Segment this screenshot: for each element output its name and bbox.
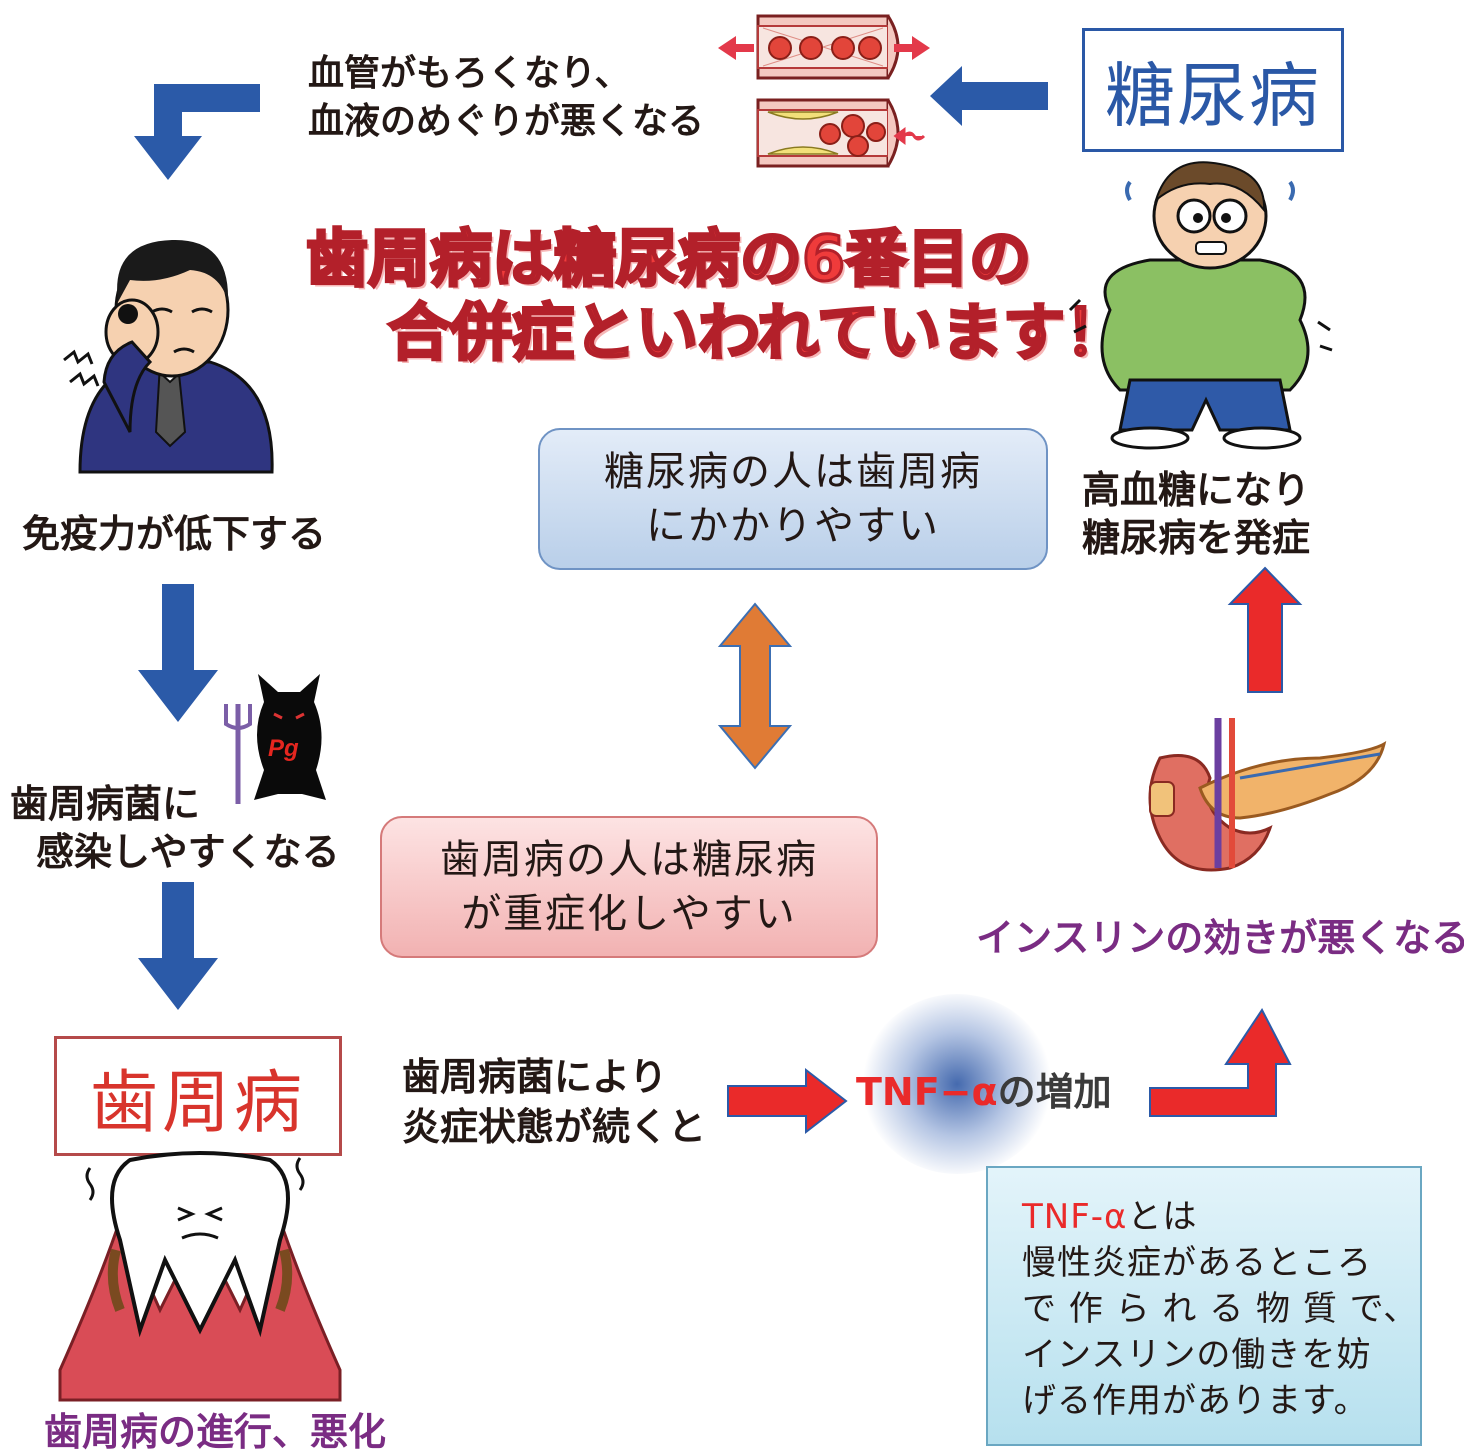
insulin-text: インスリンの効きが悪くなる <box>976 916 1464 960</box>
pink-box-line-2: が重症化しやすい <box>461 891 797 937</box>
toothache-man-icon <box>63 239 274 474</box>
hyperglycemia-line-2: 糖尿病を発症 <box>1082 516 1311 560</box>
tnf-suffix: の増加 <box>997 1070 1112 1114</box>
worried-man-icon <box>1068 161 1333 450</box>
tnf-glow <box>862 994 1052 1174</box>
blue-arrow-down-2 <box>138 882 218 1010</box>
info-line-1: 慢性炎症があるところ <box>1022 1243 1372 1283</box>
diabetes-title-box: 糖尿病 <box>1082 28 1344 152</box>
pink-box-line-1: 歯周病の人は糖尿病 <box>440 837 818 883</box>
progression-text: 歯周病の進行、悪化 <box>44 1410 387 1454</box>
pink-relation-box: 歯周病の人は糖尿病 が重症化しやすい <box>380 816 878 958</box>
tnf-increase: TNF−αの増加 <box>856 1070 1112 1116</box>
blue-arrow-down-1 <box>138 584 218 722</box>
tnf-label: TNF−α <box>856 1070 998 1114</box>
info-title-red: TNF-α <box>1022 1197 1128 1237</box>
sick-tooth-icon <box>58 1151 342 1402</box>
periodontal-title: 歯周病 <box>89 1063 306 1143</box>
info-line-4: げる作用があります。 <box>1022 1381 1369 1421</box>
orange-double-arrow <box>717 602 793 770</box>
bacteria-line-1: 歯周病菌に <box>10 782 201 826</box>
blue-corner-arrow-top-left <box>134 84 260 180</box>
pancreas-icon <box>1148 718 1387 872</box>
blood-vessel-line-2: 血液のめぐりが悪くなる <box>308 101 705 142</box>
blue-arrow-left <box>930 66 1048 126</box>
hyperglycemia-text: 高血糖になり 糖尿病を発症 <box>1082 466 1310 562</box>
blood-vessel-text: 血管がもろくなり、 血液のめぐりが悪くなる <box>308 50 704 146</box>
blue-box-line-1: 糖尿病の人は歯周病 <box>604 449 982 495</box>
info-line-2: で 作 ら れ る 物 質 で、 <box>1022 1289 1419 1329</box>
devil-bacteria-icon: Pg <box>224 674 326 804</box>
info-line-3: インスリンの働きを妨 <box>1022 1335 1372 1375</box>
bacteria-line-2: 感染しやすくなる <box>36 830 340 874</box>
headline-line-1: 歯周病は糖尿病の6番目の <box>304 220 1032 296</box>
immunity-text: 免疫力が低下する <box>22 512 327 556</box>
inflammation-line-1: 歯周病菌により <box>402 1055 668 1099</box>
red-arrow-up <box>1227 566 1303 693</box>
bacteria-label: Pg <box>268 735 299 762</box>
tnf-info-box: TNF-αとは 慢性炎症があるところ で 作 ら れ る 物 質 で、 インスリ… <box>986 1166 1422 1446</box>
info-title: TNF-αとは <box>1022 1194 1418 1240</box>
info-title-rest: とは <box>1127 1197 1198 1237</box>
red-corner-arrow <box>1149 1008 1292 1117</box>
headline-line-2: 合併症といわれています！ <box>386 294 1128 370</box>
red-arrow-right <box>727 1067 848 1135</box>
inflammation-line-2: 炎症状態が続くと <box>402 1105 707 1149</box>
hyperglycemia-line-1: 高血糖になり <box>1082 468 1311 512</box>
blue-relation-box: 糖尿病の人は歯周病 にかかりやすい <box>538 428 1048 570</box>
blue-box-line-2: にかかりやすい <box>646 503 940 549</box>
inflammation-text: 歯周病菌により 炎症状態が続くと <box>402 1052 706 1152</box>
blood-vessel-line-1: 血管がもろくなり、 <box>308 53 631 94</box>
bacteria-text: 歯周病菌に 感染しやすくなる <box>10 780 340 876</box>
periodontal-title-box: 歯周病 <box>54 1036 342 1156</box>
diabetes-title: 糖尿病 <box>1105 54 1321 137</box>
blood-vessel-icon <box>718 14 930 168</box>
